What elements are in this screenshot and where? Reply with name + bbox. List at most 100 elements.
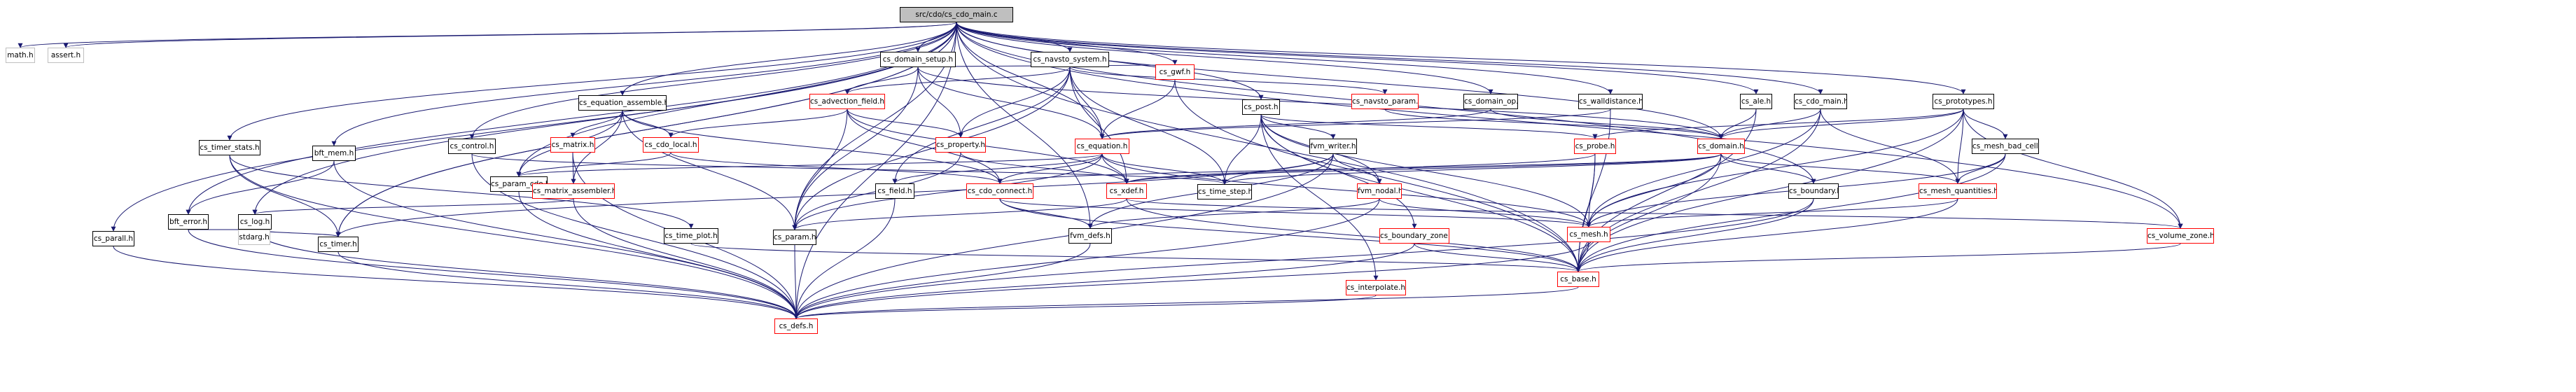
node-cs-post-h[interactable]: cs_post.h (1242, 99, 1280, 115)
node-fvm-writer-h[interactable]: fvm_writer.h (1309, 139, 1357, 154)
edge-cs_equation_h-to-cs_field_h (892, 153, 1103, 184)
edge-cs_domain_h-to-cs_mesh_quantities_h (1720, 153, 1961, 184)
node-cs-prototypes-h[interactable]: cs_prototypes.h (1933, 94, 1994, 109)
node-cs-cdo-main-h[interactable]: cs_cdo_main.h (1794, 94, 1847, 109)
node-cs-domain-op-h[interactable]: cs_domain_op.h (1463, 94, 1518, 109)
edge-cs_param_h-to-cs_defs_h (793, 244, 799, 319)
edge-cs_cdo_connect_h-to-cs_base_h (999, 198, 1581, 272)
node-cs-matrix-h[interactable]: cs_matrix.h (550, 137, 595, 153)
node-fvm-defs-h[interactable]: fvm_defs.h (1068, 228, 1112, 244)
edge-cs_boundary_h-to-cs_defs_h (793, 198, 1814, 319)
edge-cs_cdo_connect_h-to-cs_mesh_h (999, 198, 1592, 227)
edge-cs_navsto_system_h-to-cs_advection_field_h (844, 66, 1071, 94)
node-cs-field-h[interactable]: cs_field.h (875, 183, 914, 199)
node-assert-h[interactable]: assert.h (48, 48, 84, 63)
edge-cs_cdo_connect_h-to-fvm_defs_h (999, 198, 1093, 229)
node-cs-mesh-h[interactable]: cs_mesh.h (1567, 227, 1610, 242)
node-cs-parall-h[interactable]: cs_parall.h (92, 231, 134, 246)
edge-cs_parall_h-to-cs_defs_h (113, 246, 799, 319)
node-cs-control-h[interactable]: cs_control.h (448, 139, 496, 154)
edge-cs_xdef_h-to-cs_param_h (792, 198, 1127, 230)
node-cs-interpolate-h[interactable]: cs_interpolate.h (1346, 280, 1406, 295)
node-cs-base-h[interactable]: cs_base.h (1557, 272, 1599, 287)
node-cs-probe-h[interactable]: cs_probe.h (1574, 139, 1616, 154)
node-fvm-nodal-h[interactable]: fvm_nodal.h (1357, 183, 1402, 199)
edge-cs_navsto_system_h-to-cs_xdef_h (1069, 66, 1129, 184)
node-cs-param-h[interactable]: cs_param.h (773, 230, 816, 245)
edge-cs_prototypes_h-to-cs_base_h (1575, 108, 1964, 272)
node-cs-volume-zone-h[interactable]: cs_volume_zone.h (2147, 228, 2214, 244)
edge-cs_equation_h-to-cs_mesh_h (1101, 153, 1592, 227)
edge-bft_mem_h-to-bft_error_h (186, 160, 335, 215)
node-cs-xdef-h[interactable]: cs_xdef.h (1106, 183, 1147, 199)
edge-cs_param_cdo_h-to-cs_defs_h (518, 191, 799, 319)
edge-cs_domain_h-to-cs_time_step_h (1222, 153, 1722, 185)
edge-cs_navsto_system_h-to-cs_navsto_param_h (1069, 66, 1388, 94)
edge-cs_prototypes_h-to-cs_mesh_bad_cells_h (1963, 108, 2008, 139)
node-cs-ale-h[interactable]: cs_ale.h (1740, 94, 1772, 109)
node-bft-mem-h[interactable]: bft_mem.h (312, 146, 356, 161)
edge-cs_domain_h-to-cs_base_h (1575, 153, 1722, 272)
edge-cs_control_h-to-cs_defs_h (471, 153, 799, 319)
node-cs-equation-h[interactable]: cs_equation.h (1075, 139, 1129, 154)
edge-cs_cdo_main_c-to-cs_domain_h (956, 22, 1724, 139)
edge-fvm_writer_h-to-cs_time_step_h (1222, 153, 1334, 185)
edge-cs_domain_h-to-cs_boundary_h (1720, 153, 1816, 184)
edge-cs_domain_setup_h-to-cs_property_h (917, 66, 963, 138)
edge-cs_post_h-to-cs_base_h (1260, 114, 1581, 272)
node-cs-log-h[interactable]: cs_log.h (238, 214, 272, 230)
node-cs-domain-setup-h[interactable]: cs_domain_setup.h (880, 52, 956, 67)
edge-cs_equation_h-to-cs_param_h (792, 153, 1103, 230)
edge-cs_advection_field_h-to-cs_property_h (847, 108, 963, 138)
edge-cs_equation_assemble_h-to-cs_param_h (622, 110, 798, 230)
node-math-h[interactable]: math.h (6, 48, 35, 63)
node-cs-cdo-local-h[interactable]: cs_cdo_local.h (643, 137, 699, 153)
edge-cs_cdo_main_c-to-cs_control_h (469, 22, 957, 139)
edge-cs_domain_setup_h-to-cs_equation_h (917, 66, 1105, 139)
node-bft-error-h[interactable]: bft_error.h (168, 214, 209, 230)
node-cs-time-step-h[interactable]: cs_time_step.h (1197, 184, 1252, 200)
edge-cs_cdo_local_h-to-cs_param_cdo_h (516, 152, 671, 177)
node-cs-advection-field-h[interactable]: cs_advection_field.h (809, 94, 885, 109)
node-stdarg-h[interactable]: stdarg.h (238, 230, 270, 245)
node-cs-cdo-connect-h[interactable]: cs_cdo_connect.h (966, 183, 1033, 199)
edge-cs_cdo_main_c-to-cs_domain_op_h (956, 22, 1494, 94)
node-cs-mesh-quantities-h[interactable]: cs_mesh_quantities.h (1919, 183, 1997, 199)
node-cs-walldistance-h[interactable]: cs_walldistance.h (1578, 94, 1643, 109)
edge-cs_domain_h-to-cs_xdef_h (1124, 153, 1722, 184)
node-cs-timer-stats-h[interactable]: cs_timer_stats.h (199, 140, 260, 155)
edge-cs_boundary_zone_h-to-cs_defs_h (793, 243, 1415, 319)
node-cs-gwf-h[interactable]: cs_gwf.h (1155, 64, 1195, 80)
edge-cs_equation_h-to-cs_time_step_h (1101, 153, 1227, 185)
node-cs-navsto-param-h[interactable]: cs_navsto_param.h (1351, 94, 1419, 109)
node-cs-boundary-zone-h[interactable]: cs_boundary_zone.h (1379, 228, 1449, 244)
node-cs-equation-assemble-h[interactable]: cs_equation_assemble.h (578, 95, 667, 111)
node-cs-time-plot-h[interactable]: cs_time_plot.h (664, 228, 718, 244)
edge-cs_matrix_assembler_h-to-cs_log_h (252, 198, 574, 215)
node-cs-cdo-main-c[interactable]: src/cdo/cs_cdo_main.c (900, 7, 1013, 22)
edge-cs_navsto_param_h-to-cs_domain_h (1384, 108, 1724, 139)
node-cs-property-h[interactable]: cs_property.h (935, 137, 986, 153)
edge-cs_navsto_system_h-to-cs_field_h (892, 66, 1071, 184)
node-cs-mesh-bad-cells-h[interactable]: cs_mesh_bad_cells.h (1972, 139, 2039, 154)
node-cs-boundary-h[interactable]: cs_boundary.h (1788, 183, 1839, 199)
edge-cs_advection_field_h-to-cs_cdo_local_h (668, 108, 848, 138)
node-cs-matrix-assembler-h[interactable]: cs_matrix_assembler.h (532, 183, 615, 199)
edge-cs_probe_h-to-cs_base_h (1575, 153, 1596, 272)
node-cs-domain-h[interactable]: cs_domain.h (1697, 139, 1745, 154)
edge-bft_error_h-to-cs_defs_h (188, 229, 799, 319)
node-cs-timer-h[interactable]: cs_timer.h (318, 237, 358, 252)
edge-cs_ale_h-to-cs_base_h (1575, 108, 1757, 272)
edge-cs_post_h-to-cs_interpolate_h (1260, 114, 1379, 281)
edge-cs_cdo_main_c-to-cs_param_cdo_h (516, 22, 957, 177)
edge-cs_matrix_assembler_h-to-cs_defs_h (573, 198, 799, 319)
edge-cs_property_h-to-cs_xdef_h (960, 152, 1129, 184)
node-cs-navsto-system-h[interactable]: cs_navsto_system.h (1031, 52, 1109, 67)
edge-fvm_nodal_h-to-cs_defs_h (793, 198, 1380, 319)
node-cs-defs-h[interactable]: cs_defs.h (774, 318, 818, 334)
edge-cs_navsto_system_h-to-cs_param_h (792, 66, 1071, 230)
edge-cs_domain_setup_h-to-cs_param_h (792, 66, 919, 230)
edge-cs_xdef_h-to-cs_volume_zone_h (1126, 198, 2183, 229)
